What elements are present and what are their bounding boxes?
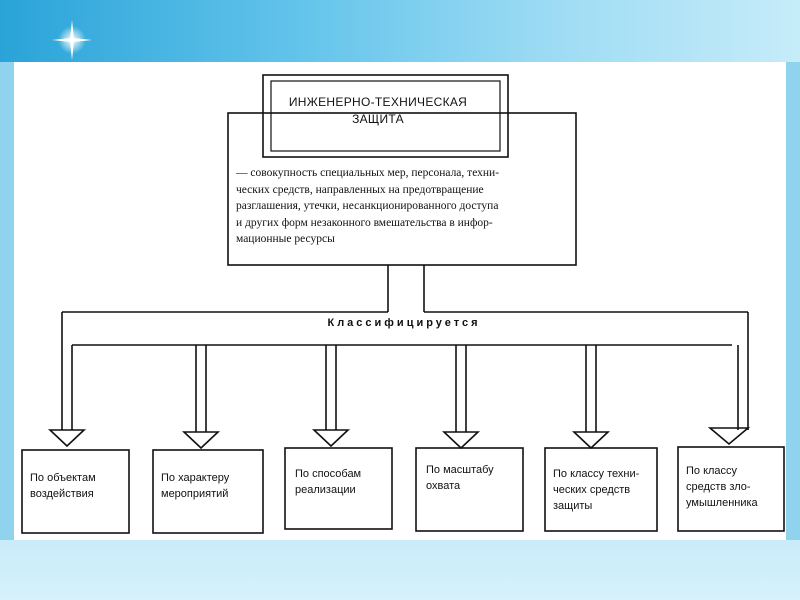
category-2-line-2: мероприятий <box>161 488 229 500</box>
definition-line-1: — совокупность специальных мер, персонал… <box>236 167 500 179</box>
category-4-line-1: По масштабу <box>426 464 494 476</box>
category-by-intruder-means: По классу средств зло- умышленника <box>686 463 758 511</box>
category-5-line-3: защиты <box>553 500 593 512</box>
definition-line-3: разглашения, утечки, несанкционированног… <box>236 200 499 212</box>
category-6-line-3: умышленника <box>686 497 758 509</box>
classification-label: Классифицируется <box>327 317 481 329</box>
category-by-scale: По масштабу охвата <box>426 462 494 494</box>
category-4-line-2: охвата <box>426 480 461 492</box>
right-border <box>786 62 800 540</box>
category-by-character: По характеру мероприятий <box>161 470 229 502</box>
definition-text: — совокупность специальных мер, персонал… <box>236 165 570 248</box>
category-2-line-1: По характеру <box>161 472 230 484</box>
definition-line-5: мационные ресурсы <box>236 233 335 245</box>
category-1-line-2: воздействия <box>30 488 94 500</box>
main-title: ИНЖЕНЕРНО-ТЕХНИЧЕСКАЯ ЗАЩИТА <box>262 94 494 128</box>
category-3-line-1: По способам <box>295 468 362 480</box>
category-3-line-2: реализации <box>295 484 356 496</box>
category-by-technical-means: По классу техни- ческих средств защиты <box>553 466 639 514</box>
definition-line-2: ческих средств, направленных на предотвр… <box>236 183 484 196</box>
left-border <box>0 62 14 540</box>
category-by-objects: По объектам воздействия <box>30 470 96 502</box>
category-6-line-1: По классу <box>686 465 738 477</box>
category-1-line-1: По объектам <box>30 472 96 484</box>
category-6-line-2: средств зло- <box>686 481 751 493</box>
category-by-methods: По способам реализации <box>295 466 361 498</box>
main-title-line-2: ЗАЩИТА <box>352 112 404 126</box>
definition-line-4: и других форм незаконного вмешательства … <box>236 216 493 229</box>
category-5-line-2: ческих средств <box>553 484 631 496</box>
bottom-decorative-band <box>0 540 800 600</box>
main-title-line-1: ИНЖЕНЕРНО-ТЕХНИЧЕСКАЯ <box>288 95 468 109</box>
sparkle-icon <box>52 20 92 60</box>
top-decorative-band <box>0 0 800 62</box>
category-5-line-1: По классу техни- <box>553 468 640 480</box>
